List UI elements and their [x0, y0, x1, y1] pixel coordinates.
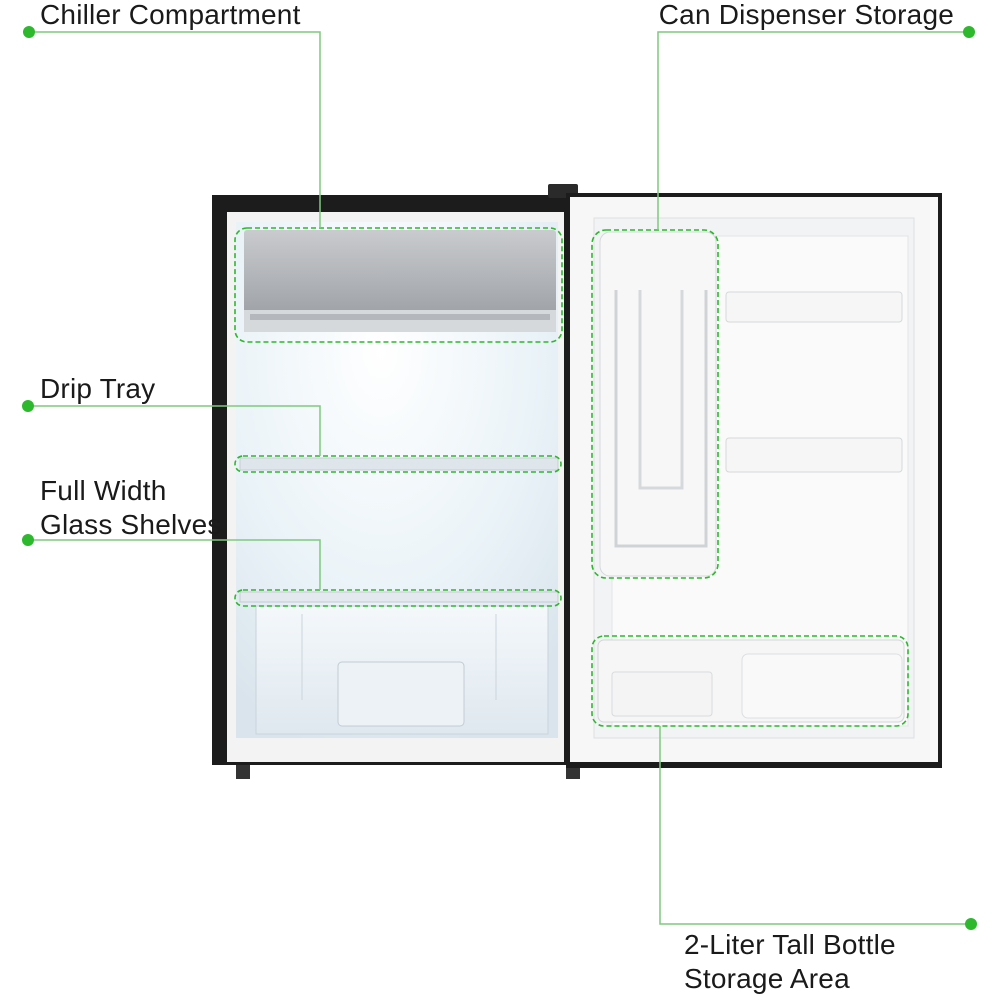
dot-chiller — [23, 26, 35, 38]
highlight-glass-shelf — [234, 589, 562, 607]
leader-glass-shelves — [30, 539, 321, 590]
dot-drip-tray — [22, 400, 34, 412]
label-full-width: Full Width — [40, 475, 167, 506]
label-glass-shelves: Glass Shelves — [40, 509, 222, 540]
label-drip-tray: Drip Tray — [40, 373, 156, 404]
highlight-boxes — [234, 227, 909, 727]
label-storage-area: Storage Area — [684, 963, 850, 994]
highlight-bottle-storage — [591, 635, 909, 727]
dot-bottle-storage — [965, 918, 977, 930]
label-2-liter-bottle: 2-Liter Tall Bottle — [684, 929, 896, 960]
leader-lines — [30, 31, 972, 925]
chiller-compartment — [244, 230, 556, 332]
highlight-drip-tray — [234, 455, 562, 473]
fridge-door — [566, 193, 942, 768]
leader-can-dispenser — [657, 31, 970, 230]
drip-tray — [239, 457, 559, 471]
leader-bottle-storage — [659, 726, 972, 925]
highlight-can-dispenser — [591, 229, 719, 579]
leader-chiller — [30, 31, 321, 228]
label-can-dispenser-storage: Can Dispenser Storage — [658, 0, 954, 30]
callout-dots — [22, 26, 977, 930]
label-chiller-compartment: Chiller Compartment — [40, 0, 301, 30]
dot-can-dispenser — [963, 26, 975, 38]
glass-shelf — [239, 591, 559, 603]
crisper-drawer — [255, 605, 549, 735]
dot-glass-shelves — [22, 534, 34, 546]
leader-drip-tray — [30, 405, 321, 456]
